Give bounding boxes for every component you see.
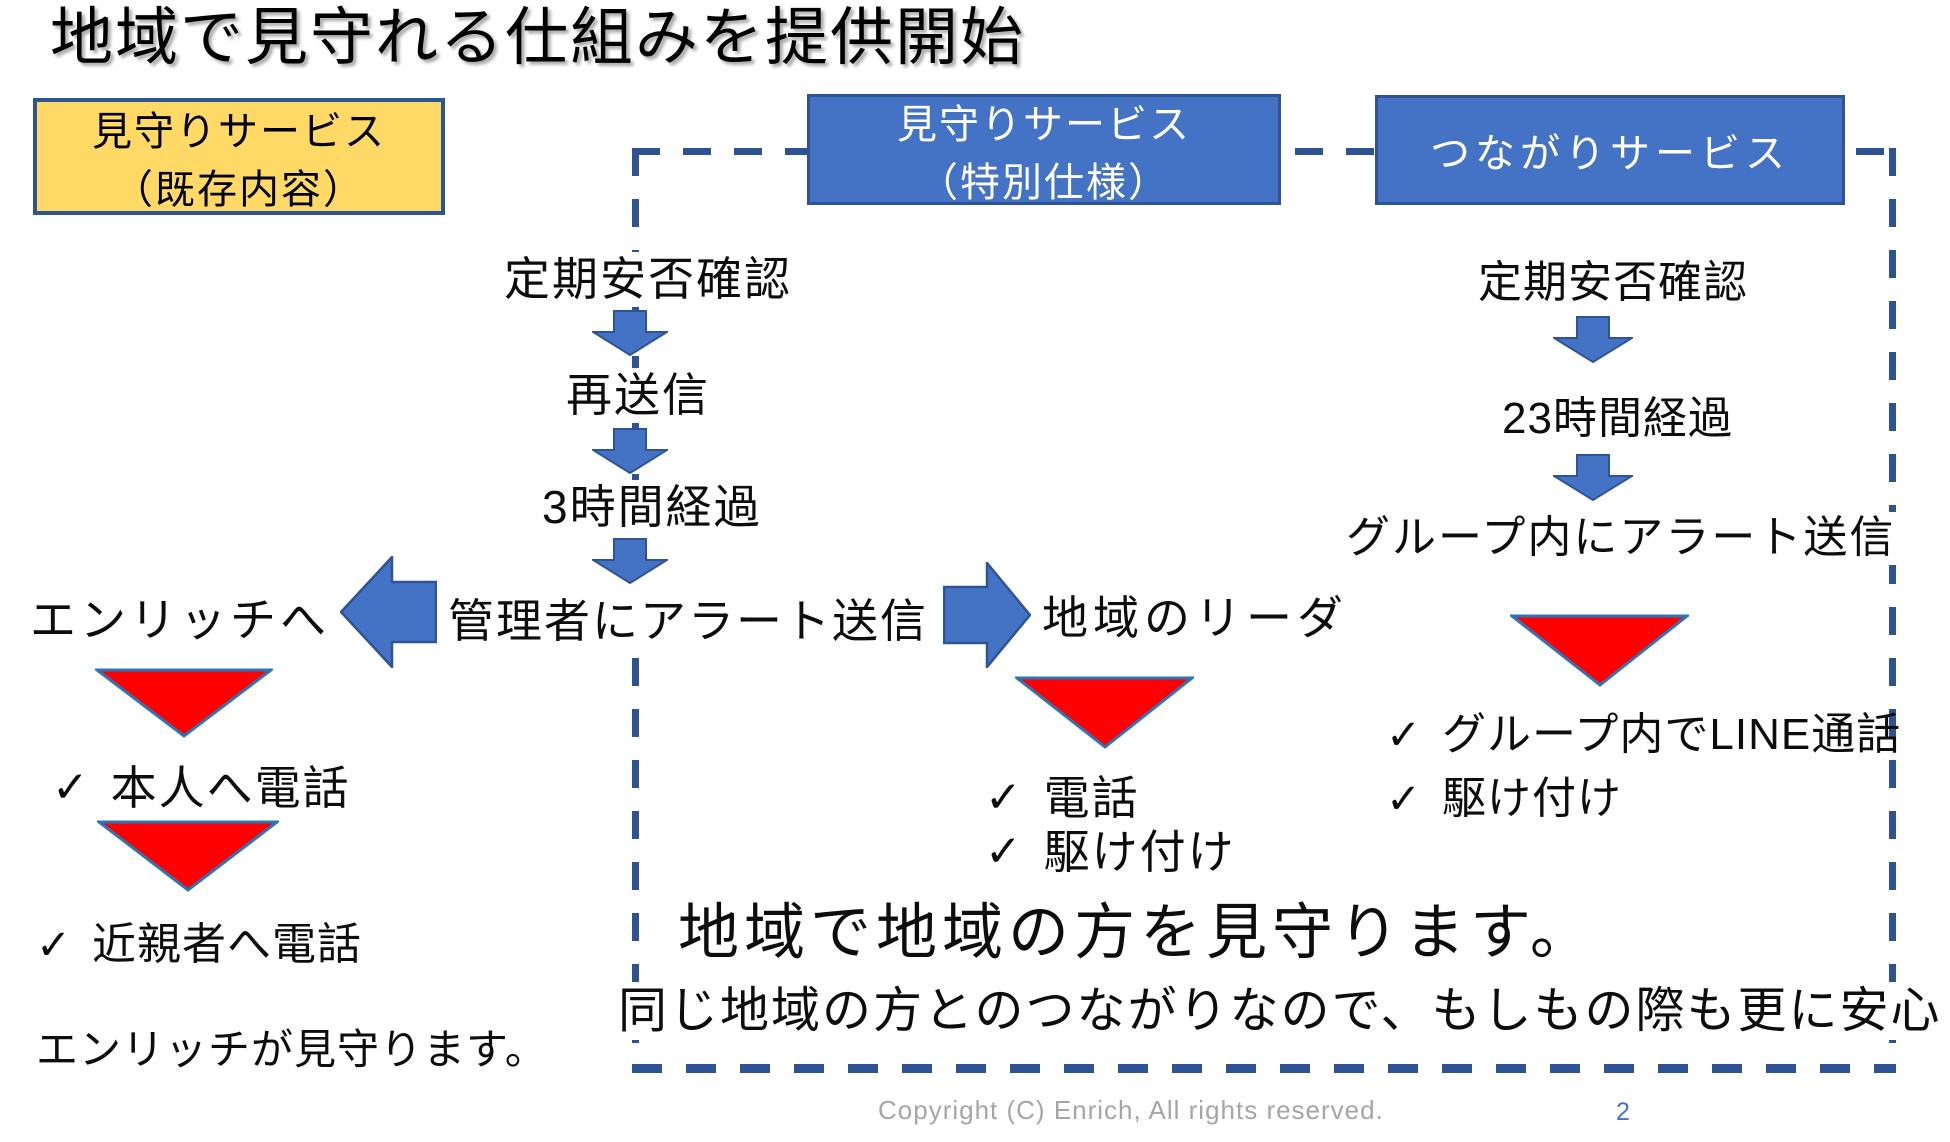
right-step-safety-check: 定期安否確認 — [1478, 258, 1748, 307]
center-step-3hours: 3時間経過 — [536, 480, 768, 535]
footer-page-number: 2 — [1616, 1098, 1630, 1126]
tsunagari-service-box: つながりサービス — [1375, 95, 1845, 205]
left-check-call-person-label: 本人へ電話 — [110, 762, 351, 814]
legend-box-line2: （既存内容） — [113, 167, 365, 212]
down-arrow-icon — [592, 310, 668, 356]
right-step-23hours: 23時間経過 — [1502, 394, 1733, 443]
red-triangle-down-icon — [1015, 676, 1194, 749]
dashed-frame-right — [1889, 148, 1896, 1071]
special-box-line1: 見守りサービス — [897, 102, 1191, 147]
legend-box-existing-service: 見守りサービス （既存内容） — [33, 98, 445, 215]
left-check-call-relative: ✓ 近親者へ電話 — [36, 920, 362, 971]
down-arrow-icon — [592, 428, 668, 474]
checkmark-icon: ✓ — [985, 827, 1024, 877]
checkmark-icon: ✓ — [985, 773, 1024, 823]
right-check-line-call: ✓ グループ内でLINE通話 — [1386, 710, 1901, 761]
down-arrow-icon — [1553, 454, 1633, 501]
left-check-call-person: ✓ 本人へ電話 — [52, 762, 351, 815]
mid-check-call: ✓ 電話 — [985, 772, 1140, 825]
bottom-headline: 地域で地域の方を見守ります。 — [672, 896, 1602, 969]
mid-dest-local-leader: 地域のリーダ — [1042, 592, 1348, 644]
special-box-line2: （特別仕様） — [918, 160, 1170, 205]
right-check-line-call-label: グループ内でLINE通話 — [1442, 710, 1902, 759]
center-step-safety-check: 定期安否確認 — [498, 252, 798, 307]
down-arrow-icon — [592, 538, 668, 584]
center-step-resend: 再送信 — [560, 368, 716, 423]
checkmark-icon: ✓ — [52, 763, 91, 813]
left-arrow-icon — [340, 556, 437, 668]
down-arrow-icon — [1553, 316, 1633, 363]
left-note-enrich-watches: エンリッチが見守ります。 — [36, 1026, 548, 1073]
right-arrow-icon — [943, 562, 1031, 668]
red-triangle-down-icon — [97, 820, 279, 892]
right-check-rush: ✓ 駆け付け — [1386, 774, 1622, 825]
footer-copyright: Copyright (C) Enrich, All rights reserve… — [878, 1095, 1384, 1125]
mid-check-rush: ✓ 駆け付け — [985, 826, 1236, 879]
special-service-box: 見守りサービス （特別仕様） — [807, 94, 1281, 205]
right-step-group-alert: グループ内にアラート送信 — [1340, 512, 1902, 565]
tsunagari-box-label: つながりサービス — [1430, 132, 1790, 176]
legend-box-line1: 見守りサービス — [92, 109, 386, 154]
left-dest-enrich: エンリッチへ — [30, 594, 330, 646]
mid-check-rush-label: 駆け付け — [1043, 826, 1236, 878]
checkmark-icon: ✓ — [1386, 775, 1423, 823]
red-triangle-down-icon — [1510, 614, 1689, 687]
checkmark-icon: ✓ — [1386, 711, 1423, 759]
page-title: 地域で見守れる仕組みを提供開始 — [50, 3, 1025, 73]
center-step-admin-alert: 管理者にアラート送信 — [442, 594, 934, 649]
mid-check-call-label: 電話 — [1043, 772, 1140, 824]
dashed-frame-bottom — [632, 1064, 1896, 1073]
right-check-rush-label: 駆け付け — [1442, 774, 1623, 823]
checkmark-icon: ✓ — [36, 921, 73, 969]
left-check-call-relative-label: 近親者へ電話 — [92, 920, 363, 969]
bottom-subline: 同じ地域の方とのつながりなので、もしもの際も更に安心 — [612, 982, 1948, 1041]
red-triangle-down-icon — [95, 668, 273, 738]
